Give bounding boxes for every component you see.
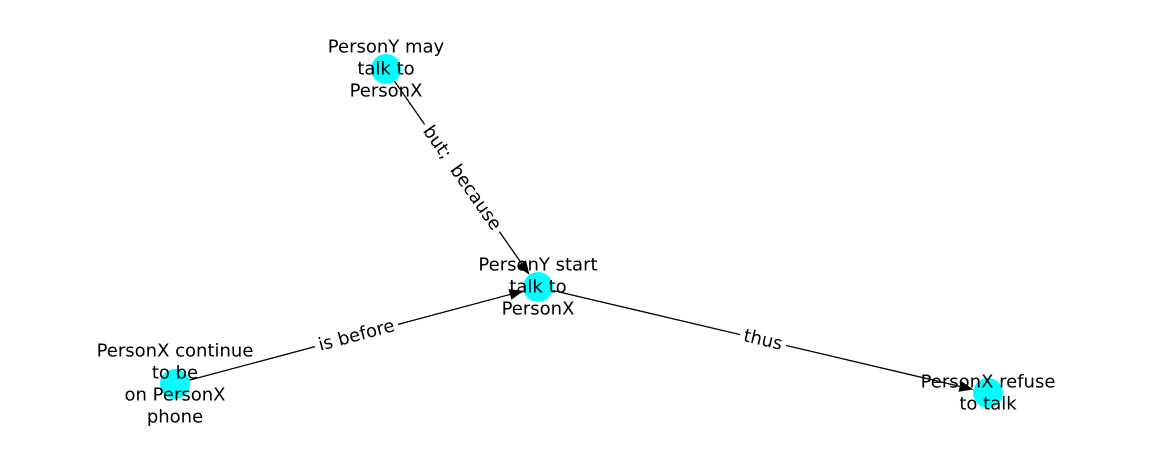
- arrowhead-n2-n4: [958, 380, 974, 392]
- edge-label: is before: [316, 315, 397, 355]
- node-circle-n2[interactable]: [523, 272, 553, 302]
- edge-label: thus: [741, 325, 784, 354]
- node-label-line: phone: [147, 407, 203, 428]
- edges-layer: but; because is before thus: [174, 68, 974, 392]
- edge-label-group: is before: [311, 312, 402, 359]
- edge-label-background: [737, 322, 789, 358]
- node-circle-n3[interactable]: [160, 369, 190, 399]
- node-label-line: to be: [152, 363, 198, 384]
- node-label-line: PersonX refuse: [921, 372, 1056, 393]
- edge-label-group: but; because: [414, 117, 510, 239]
- arrowhead-n3-n2: [508, 289, 524, 300]
- arrowhead-n1-n2: [516, 260, 530, 275]
- node-circle-n4[interactable]: [973, 378, 1003, 408]
- edge-label-background: [311, 312, 402, 359]
- nodes-layer: [160, 54, 1003, 408]
- node-label-line: PersonX: [502, 299, 575, 320]
- node-label-line: to talk: [959, 394, 1017, 415]
- edge-label-group: thus: [737, 322, 789, 358]
- node-label-line: PersonY start: [478, 255, 597, 276]
- node-label-line: talk to: [509, 277, 566, 298]
- node-label-line: on PersonX: [125, 385, 226, 406]
- node-label-line: talk to: [357, 59, 414, 80]
- edge-label-background: [414, 117, 510, 239]
- node-label-line: PersonY may: [328, 37, 445, 58]
- node-label-line: PersonX continue: [97, 341, 254, 362]
- edge-label: but; because: [418, 122, 505, 235]
- node-circle-n1[interactable]: [371, 54, 401, 84]
- node-label-line: PersonX: [350, 81, 423, 102]
